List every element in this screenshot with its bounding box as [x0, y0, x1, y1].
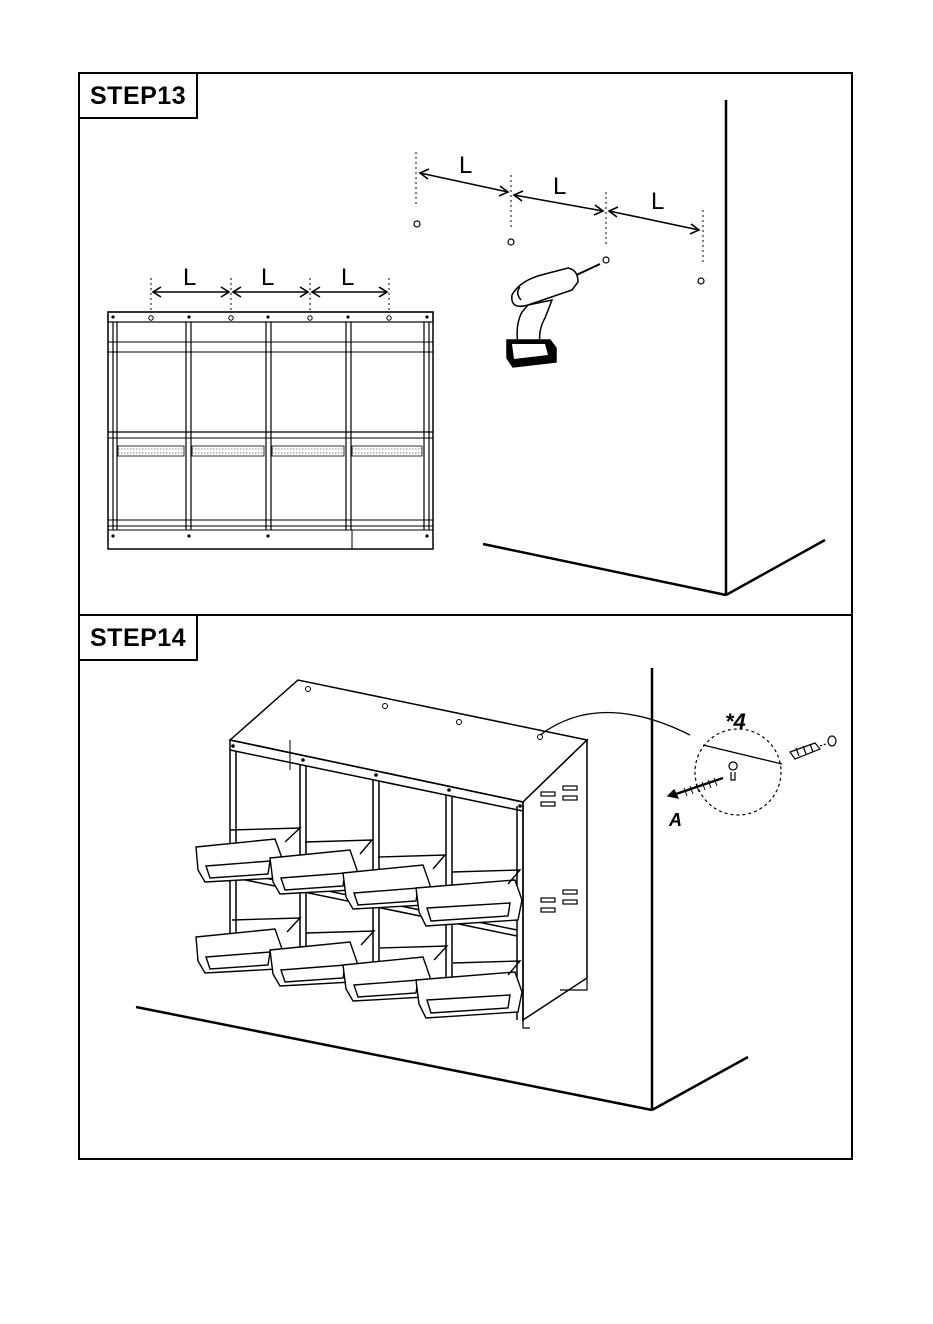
storage-bins — [196, 828, 522, 1018]
rack-dim-label-3: L — [341, 264, 354, 291]
bin-rack-front-view — [108, 278, 433, 549]
wall-dim-label-3: L — [651, 188, 664, 215]
wall-dim-label-2: L — [553, 173, 566, 200]
wall-dim-label-1: L — [459, 152, 472, 179]
part-label-a: A — [668, 810, 682, 830]
wall-hole-markers — [414, 152, 704, 284]
fixing-detail-callout — [695, 729, 782, 815]
callout-leader-line — [540, 713, 690, 736]
bin-top-4 — [416, 870, 522, 926]
rack-dim-label-1: L — [183, 264, 196, 291]
wall-plug-icon — [790, 736, 836, 759]
drill-icon — [507, 264, 600, 367]
rack-dim-label-2: L — [261, 264, 274, 291]
bin-bottom-4 — [416, 961, 522, 1018]
screw-icon — [668, 778, 723, 798]
quantity-label: *4 — [725, 709, 746, 734]
